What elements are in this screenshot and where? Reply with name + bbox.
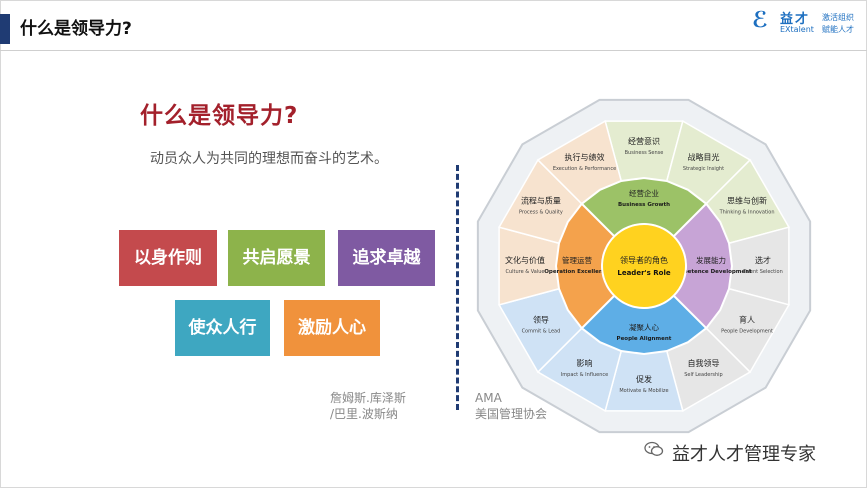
- wheel-outer-label-en: Strategic Insight: [683, 166, 724, 172]
- tag-challenge-process: 追求卓越: [338, 230, 435, 286]
- attribution-line-2: /巴里.波斯纳: [330, 407, 398, 421]
- wheel-outer-label-en: Culture & Value: [505, 269, 544, 275]
- tag-encourage-heart: 激励人心: [284, 300, 380, 356]
- wheel-outer-label-cn: 自我领导: [688, 358, 720, 368]
- wheel-middle-label-en: People Alignment: [617, 336, 672, 342]
- wheel-middle-label-cn: 经营企业: [629, 188, 659, 198]
- wheel-outer-label-cn: 思维与创新: [727, 196, 767, 206]
- logo-swoosh-icon: ℰ: [752, 8, 769, 33]
- main-title: 什么是领导力?: [140, 103, 299, 129]
- tag-enable-others: 使众人行: [175, 300, 270, 356]
- logo-slogan-1: 激活组织: [822, 13, 854, 22]
- wheel-outer-label-cn: 流程与质量: [521, 196, 561, 206]
- header-accent-bar: [0, 14, 10, 44]
- attribution-ama-line-1: AMA: [475, 391, 502, 405]
- wheel-center-label-en: Leader's Role: [617, 269, 670, 277]
- wheel-outer-label-cn: 选才: [755, 255, 771, 265]
- wheel-outer-label-en: Business Sense: [625, 150, 664, 156]
- wheel-outer-label-en: Process & Quality: [519, 210, 563, 216]
- logo-slogan-2: 赋能人才: [822, 25, 854, 34]
- attribution-ama: AMA 美国管理协会: [475, 390, 547, 422]
- wheel-middle-label-cn: 发展能力: [696, 255, 726, 265]
- wheel-outer-label-cn: 文化与价值: [505, 255, 545, 265]
- logo-name-en: EXtalent: [780, 25, 814, 34]
- wheel-middle-label-en: Operation Excellence: [544, 269, 610, 275]
- wheel-outer-label-cn: 影响: [577, 358, 593, 368]
- wheel-outer-label-en: Talent Selection: [742, 269, 783, 275]
- wheel-middle-label-cn: 凝聚人心: [629, 322, 659, 332]
- attribution-authors: 詹姆斯.库泽斯 /巴里.波斯纳: [330, 390, 406, 422]
- wheel-outer-label-cn: 战略目光: [688, 152, 720, 162]
- tag-inspire-vision: 共启愿景: [228, 230, 325, 286]
- wheel-outer-label-en: People Development: [721, 329, 773, 335]
- wheel-outer-label-en: Motivate & Mobilize: [619, 388, 668, 394]
- wheel-outer-label-cn: 执行与绩效: [565, 152, 605, 162]
- company-logo: ℰ 益才 EXtalent 激活组织 赋能人才: [752, 6, 862, 40]
- tag-model-the-way: 以身作则: [119, 230, 217, 286]
- logo-name-cn: 益才: [780, 12, 811, 27]
- wheel-outer-label-en: Thinking & Innovation: [719, 210, 775, 216]
- wheel-outer-label-cn: 领导: [533, 315, 549, 325]
- wheel-outer-label-cn: 育人: [739, 315, 755, 325]
- leadership-role-wheel: 经营意识 Business Sense 战略目光 Strategic Insight 思…: [476, 98, 812, 434]
- wheel-center-label-cn: 领导者的角色: [620, 255, 668, 265]
- wheel-center: [601, 223, 687, 309]
- wechat-icon: [644, 441, 664, 456]
- wheel-outer-label-en: Execution & Performance: [553, 166, 616, 172]
- attribution-line-1: 詹姆斯.库泽斯: [330, 391, 406, 405]
- subtitle: 动员众人为共同的理想而奋斗的艺术。: [150, 151, 388, 167]
- dashed-divider: [456, 165, 459, 410]
- wheel-outer-label-cn: 经营意识: [628, 136, 660, 146]
- header-divider: [0, 50, 867, 51]
- wheel-middle-label-en: Business Growth: [618, 202, 670, 208]
- wheel-outer-label-en: Self Leadership: [684, 372, 722, 378]
- wheel-outer-label-en: Commit & Lead: [522, 329, 561, 335]
- wheel-middle-label-en: Competence Development: [670, 269, 752, 275]
- wheel-outer-label-cn: 促发: [636, 374, 652, 384]
- wechat-account-name: 益才人才管理专家: [672, 444, 816, 465]
- attribution-ama-line-2: 美国管理协会: [475, 407, 548, 421]
- wheel-outer-label-en: Impact & Influence: [561, 372, 608, 378]
- wheel-middle-label-cn: 管理运营: [562, 255, 592, 265]
- header-title: 什么是领导力?: [20, 19, 132, 39]
